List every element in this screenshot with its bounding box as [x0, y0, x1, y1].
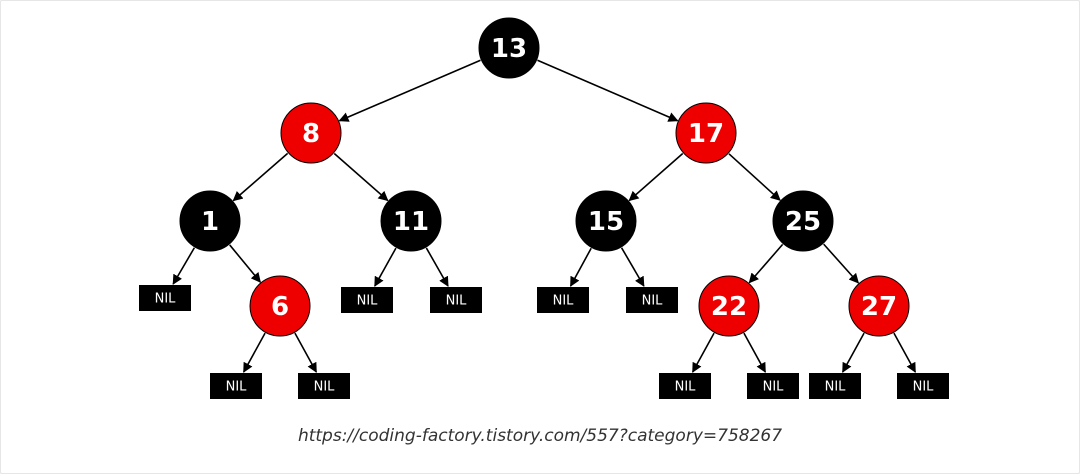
nil-box	[430, 287, 482, 313]
nil-leaf: NIL	[139, 285, 191, 311]
nil-label: NIL	[446, 294, 468, 309]
node-circle-black	[179, 190, 241, 252]
node-label: 15	[588, 207, 624, 237]
nil-label: NIL	[642, 294, 664, 309]
edges-layer	[172, 59, 917, 373]
tree-node-22: 22	[698, 275, 760, 337]
nil-leaf: NIL	[210, 373, 262, 399]
node-label: 13	[491, 34, 527, 64]
nil-label: NIL	[314, 380, 336, 395]
edge-n17-n15	[628, 152, 684, 202]
node-circle-black	[772, 190, 834, 252]
nil-leaf: NIL	[897, 373, 949, 399]
tree-node-6: 6	[249, 275, 311, 337]
nil-box	[298, 373, 350, 399]
edge-n22-nil22R	[743, 332, 767, 373]
nil-label: NIL	[357, 294, 379, 309]
node-label: 25	[785, 207, 821, 237]
edge-n13-n17	[537, 59, 679, 122]
node-label: 11	[393, 207, 429, 237]
tree-node-15: 15	[575, 190, 637, 252]
edge-n25-n27	[823, 243, 860, 284]
nil-leaf: NIL	[659, 373, 711, 399]
nil-box	[809, 373, 861, 399]
nil-leaf: NIL	[747, 373, 799, 399]
edge-n6-nil6R	[294, 332, 318, 373]
nil-label: NIL	[763, 380, 785, 395]
nil-label: NIL	[226, 380, 248, 395]
edge-n11-nil11R	[425, 247, 449, 287]
edge-n1-n6	[229, 244, 261, 283]
edge-n27-nil27L	[841, 332, 865, 373]
nil-label: NIL	[913, 380, 935, 395]
node-circle-red	[280, 102, 342, 164]
nil-box	[210, 373, 262, 399]
tree-node-27: 27	[848, 275, 910, 337]
source-caption: https://coding-factory.tistory.com/557?c…	[297, 426, 783, 446]
nil-leaf: NIL	[298, 373, 350, 399]
node-circle-red	[848, 275, 910, 337]
edge-n11-nil11L	[374, 247, 397, 287]
node-label: 27	[861, 292, 897, 322]
tree-node-13: 13	[478, 17, 540, 79]
node-circle-red	[675, 102, 737, 164]
node-label: 22	[711, 292, 747, 322]
node-circle-black	[575, 190, 637, 252]
nil-leaf: NIL	[626, 287, 678, 313]
node-label: 6	[271, 292, 289, 322]
node-circle-red	[249, 275, 311, 337]
nil-label: NIL	[675, 380, 697, 395]
nil-box	[747, 373, 799, 399]
nil-label: NIL	[155, 292, 177, 307]
nil-leaf: NIL	[341, 287, 393, 313]
edge-n8-n1	[232, 152, 289, 202]
edge-n15-nil15R	[620, 247, 645, 287]
edge-n1-nil1L	[172, 247, 196, 285]
edge-n6-nil6L	[242, 332, 266, 373]
edge-n17-n25	[728, 153, 781, 201]
node-circle-black	[478, 17, 540, 79]
nil-box	[537, 287, 589, 313]
edge-n22-nil22L	[691, 332, 715, 373]
nil-box	[897, 373, 949, 399]
node-label: 17	[688, 119, 724, 149]
nil-label: NIL	[825, 380, 847, 395]
nil-box	[659, 373, 711, 399]
nil-box	[139, 285, 191, 311]
tree-node-17: 17	[675, 102, 737, 164]
node-circle-black	[380, 190, 442, 252]
node-label: 8	[302, 119, 320, 149]
node-circle-red	[698, 275, 760, 337]
nil-label: NIL	[553, 294, 575, 309]
nil-leaf: NIL	[430, 287, 482, 313]
nil-box	[341, 287, 393, 313]
edge-n13-n8	[338, 59, 481, 122]
tree-node-11: 11	[380, 190, 442, 252]
nil-box	[626, 287, 678, 313]
node-label: 1	[201, 207, 219, 237]
edge-n25-n22	[748, 243, 784, 284]
edge-n8-n11	[333, 152, 389, 202]
nil-leaf: NIL	[537, 287, 589, 313]
tree-node-8: 8	[280, 102, 342, 164]
edge-n15-nil15L	[569, 247, 592, 287]
nil-leaf: NIL	[809, 373, 861, 399]
tree-node-25: 25	[772, 190, 834, 252]
edge-n27-nil27R	[893, 332, 917, 373]
tree-node-1: 1	[179, 190, 241, 252]
